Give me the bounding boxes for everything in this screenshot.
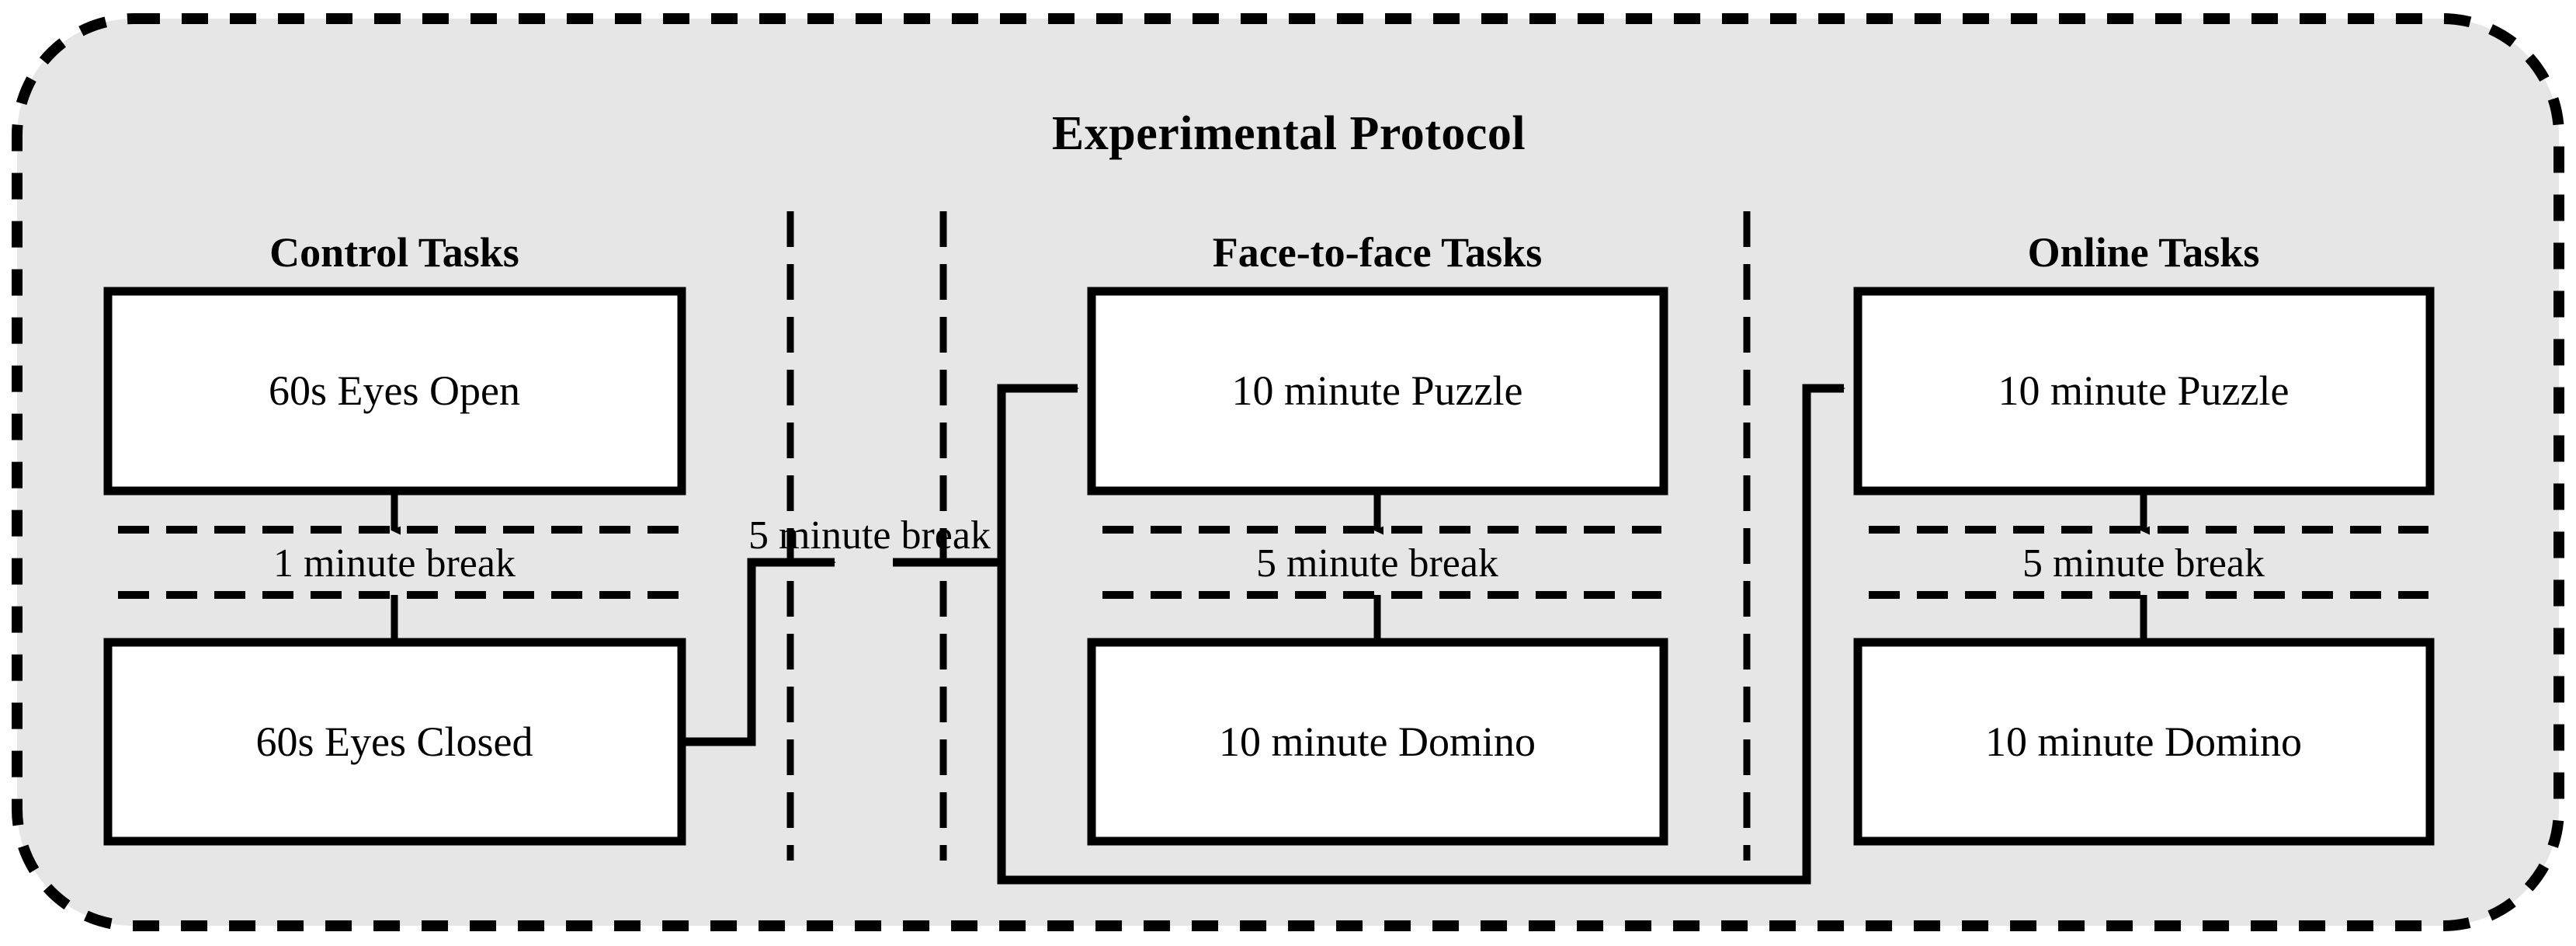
page-title: Experimental Protocol	[1051, 107, 1526, 160]
step-label-control-break: 1 minute break	[273, 541, 516, 586]
box-eyes-closed	[103, 638, 686, 846]
interval-break-label: 5 minute break	[748, 513, 991, 558]
step-label-f2f-puzzle: 10 minute Puzzle	[1231, 367, 1523, 414]
box-f2f-domino	[1087, 638, 1668, 846]
column-title-online: Online Tasks	[2027, 229, 2260, 276]
box-eyes-open	[103, 287, 686, 496]
step-label-eyes-closed: 60s Eyes Closed	[255, 718, 533, 765]
box-online-domino	[1853, 638, 2435, 846]
step-label-online-break: 5 minute break	[2022, 541, 2265, 586]
connector-f2f-to-online	[997, 384, 1845, 885]
connector-control-to-interval	[682, 558, 836, 746]
step-label-eyes-open: 60s Eyes Open	[269, 367, 520, 414]
step-label-f2f-domino: 10 minute Domino	[1219, 718, 1536, 765]
connector-interval-to-f2f	[893, 384, 1079, 567]
column-title-face-to-face: Face-to-face Tasks	[1212, 229, 1543, 276]
step-label-online-domino: 10 minute Domino	[1985, 718, 2302, 765]
step-label-f2f-break: 5 minute break	[1256, 541, 1498, 586]
step-label-online-puzzle: 10 minute Puzzle	[1998, 367, 2290, 414]
column-title-control: Control Tasks	[269, 229, 519, 276]
